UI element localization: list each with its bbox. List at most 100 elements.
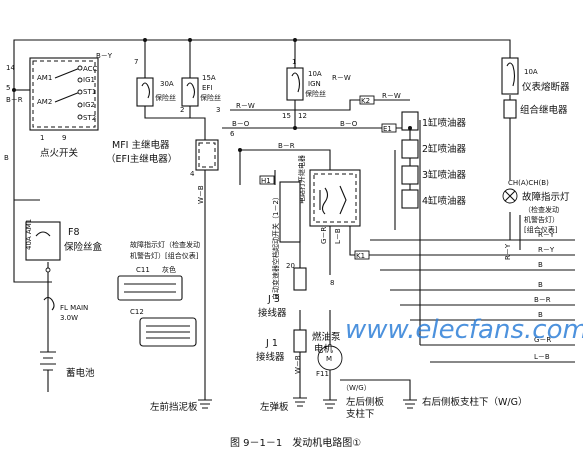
panel-fuse-label: 仪表熔断器 [522, 81, 570, 93]
injector-1: 1缸喷油器 [422, 117, 467, 129]
injectors: 1缸喷油器 2缸喷油器 3缸喷油器 4缸喷油器 [401, 111, 467, 209]
combo-relay: 组合继电器 [503, 99, 568, 119]
ign-term-st2: ST2 [83, 114, 96, 122]
fl-main-label: FL MAIN [60, 304, 88, 312]
fuel-pump-m: M [326, 355, 332, 363]
fuse-10a-ign: 10A IGN 保险丝 [286, 67, 326, 101]
fuel-pump-sub: 电机 [314, 343, 334, 355]
fuse-30a-label: 保险丝 [155, 93, 176, 102]
injector-2: 2缸喷油器 [422, 143, 467, 155]
junction-dots [12, 38, 412, 152]
conn-h1: H1 [261, 177, 271, 185]
j1-label: 接线器 [256, 351, 285, 363]
bus-label-5: B [538, 311, 543, 319]
conn-e1: E1 [383, 125, 392, 133]
fault-lamp-sub2: 机警告灯） [524, 215, 559, 224]
fault-lamp-sub3: [组合仪表] [524, 225, 558, 234]
c11-color: 灰色 [162, 265, 176, 274]
junction-j1: J 1 接线器 [256, 329, 307, 363]
ign-am1: AM1 [37, 74, 52, 82]
pin-3: 3 [216, 106, 220, 114]
fuse-box-id: F8 [68, 227, 80, 238]
grounds: 左前挡泥板 左弹板 左后侧板 支柱下 右后侧板支柱下（W/G） [150, 396, 527, 420]
c11-id: C11 [136, 266, 150, 274]
pin-8: 8 [330, 279, 334, 287]
wire-b-o-2: B－O [340, 120, 358, 128]
c12-id: C12 [130, 308, 144, 316]
wire-r-w-top: R－W [332, 74, 351, 82]
ground-left-mudguard: 左弹板 [260, 401, 289, 413]
efi-relay-label: （EFI主继电器） [106, 153, 177, 165]
bus-label-3: B [538, 281, 543, 289]
figure-caption: 图 9－1－1 发动机电路图① [230, 436, 361, 449]
conn-k1: K1 [356, 252, 365, 260]
panel-fuse-rating: 10A [524, 68, 538, 76]
mfi-relay-label: MFI 主继电器 [112, 139, 170, 151]
pin-1: 1 [292, 58, 296, 66]
ground-left-rear-panel: 左后侧板 [346, 396, 385, 408]
pin-2: 2 [180, 106, 184, 114]
pin-20: 20 [286, 262, 295, 270]
pin-4: 4 [190, 170, 195, 178]
pin-12: 12 [298, 112, 307, 120]
connector-c11: 故障指示灯（检查发动 机警告灯）[组合仪表] C11 灰色 [117, 240, 200, 301]
ign-term-st1: ST1 [83, 88, 96, 96]
pin-5: 5 [6, 84, 10, 92]
main-wiring [13, 39, 575, 400]
wire-w-b-2: W－B [294, 355, 302, 374]
right-bus-labels: R－Y R－Y B B B－R B G－R L－B [534, 231, 555, 361]
ign-am2: AM2 [37, 98, 52, 106]
fault-lamp-sub1: （检查发动 [524, 205, 559, 214]
fault-lamp: CH(A)CH(B) 故障指示灯 （检查发动 机警告灯） [组合仪表] [502, 179, 570, 234]
wire-r-y: R－Y [504, 243, 512, 260]
bus-label-0: R－Y [538, 231, 555, 239]
wire-r-w-right: R－W [382, 92, 401, 100]
neutral-start-switch: 自动变速器空档起动开关（1－2） [271, 181, 301, 300]
fuel-pump-label: 燃油泵 [312, 331, 341, 343]
wire-b-r-top: B－R [6, 96, 23, 104]
connector-c12: C12 [130, 308, 197, 347]
combo-relay-label: 组合继电器 [520, 104, 568, 116]
injector-4: 4缸喷油器 [422, 195, 467, 207]
fuse-box-f8: 40A AM1 F8 保险丝盒 FL MAIN 3.0W 蓄电池 [25, 219, 103, 379]
bus-label-2: B [538, 261, 543, 269]
fuse-15a-label: 保险丝 [200, 93, 221, 102]
wire-b-o-1: B－O [232, 120, 250, 128]
watermark: www.elecfans.com [345, 315, 583, 345]
j3-label: 接线器 [258, 307, 287, 319]
pin-7: 7 [134, 58, 138, 66]
wire-g-r: G－R [320, 227, 328, 244]
fuel-pump: M 燃油泵 电机 F11 （W/G） [312, 331, 371, 392]
wire-codes: B－Y B－R R－W R－W R－W B－O B－O B－R B G－R L－… [4, 52, 512, 374]
j3-id: J 3 [267, 294, 280, 305]
pin-14: 14 [6, 64, 15, 72]
junction-j3: J 3 接线器 [258, 267, 307, 319]
ground-left-fender: 左前挡泥板 [150, 401, 198, 413]
connector-note-1: 故障指示灯（检查发动 [130, 240, 200, 249]
pin-6: 6 [230, 130, 235, 138]
connector-ids: K2 E1 H1 K1 [259, 95, 397, 260]
wire-w-b-1: W－B [197, 185, 205, 204]
wire-b-y: B－Y [96, 52, 113, 60]
connector-note-2: 机警告灯）[组合仪表] [130, 251, 199, 260]
bus-label-4: B－R [534, 296, 551, 304]
wire-r-w: R－W [236, 102, 255, 110]
circuit-open-relay-label: 电路打开继电器 [297, 155, 306, 204]
ign-term-ig2: IG2 [83, 101, 95, 109]
wire-b-left: B [4, 154, 9, 162]
fault-lamp-pins: CH(A)CH(B) [508, 179, 549, 187]
ign-pin-9: 9 [62, 134, 66, 142]
fault-lamp-label: 故障指示灯 [522, 191, 570, 203]
mfi-main-relay: MFI 主继电器 （EFI主继电器） W－B [106, 139, 219, 204]
ign-term-acc: ACC [83, 65, 98, 73]
fuse-15a-rating: 15A [202, 74, 216, 82]
j1-id: J 1 [265, 338, 278, 349]
battery-label: 蓄电池 [66, 367, 95, 379]
fl-main-size: 3.0W [60, 314, 78, 322]
wire-l-b: L－B [334, 228, 342, 244]
fuse-box-label: 保险丝盒 [64, 241, 103, 253]
circuit-open-relay: 电路打开继电器 [297, 155, 361, 227]
panel-fuse: 10A 仪表熔断器 [501, 57, 570, 95]
fuse-10a-rating: 10A [308, 70, 322, 78]
